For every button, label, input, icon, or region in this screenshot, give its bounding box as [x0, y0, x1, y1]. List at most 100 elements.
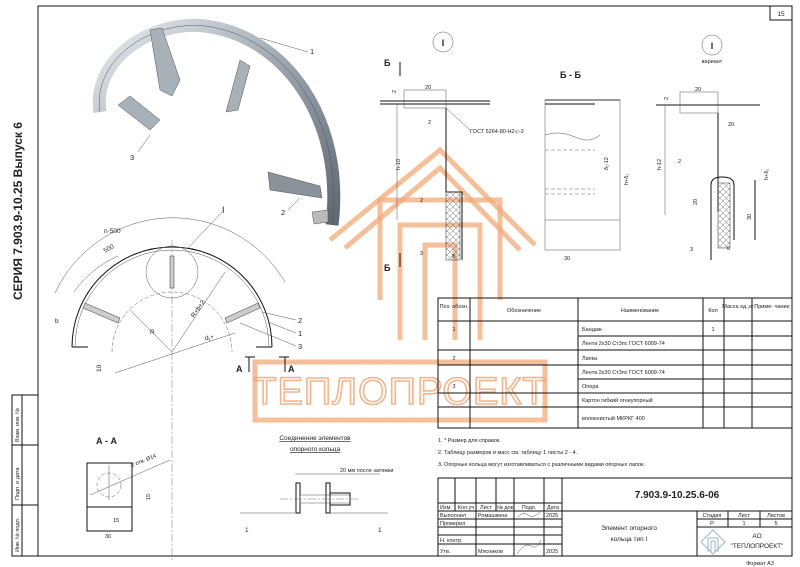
isometric-view: 1 2 3 — [92, 18, 341, 226]
col-izm: Изм. — [440, 505, 452, 511]
callout-2: 2 — [298, 316, 302, 325]
company-logo-icon — [700, 529, 726, 555]
col-sign: Подп. — [522, 505, 537, 511]
node-i-label: I — [222, 205, 225, 215]
dim-2: 2 — [664, 97, 670, 100]
joint-note: 20 мм после затяжки — [340, 468, 393, 474]
dim-2b: 2 — [428, 120, 431, 126]
stage-value: Р — [710, 521, 714, 527]
dim-20b: 20 — [728, 122, 734, 128]
dim-h-10: h-10 — [396, 159, 402, 170]
variant-title: I — [711, 41, 714, 51]
role-performed: Выполнил — [440, 513, 466, 519]
note-1: 1. * Размер для справок. — [438, 438, 501, 444]
callout-2: 2 — [281, 208, 285, 217]
table-row: волокнистый МКРКГ 400 — [582, 415, 645, 422]
section-a-a: А - А 2 отв. Ø14 15 15 30 — [86, 436, 171, 540]
sheet-value: 1 — [742, 521, 745, 527]
company-line-2: "ТЕПЛОПРОЕКТ" — [731, 543, 785, 550]
section-mark-a-left: А — [236, 364, 243, 374]
name-performed: Ромашкина — [478, 513, 508, 519]
callout-3: 3 — [298, 342, 302, 351]
node-i-detail: I Б Б 20 2 2 ГОСТ 5264-80-Н2-▷2 h-10 2 3… — [380, 31, 524, 273]
dim-2: 2 — [392, 90, 398, 93]
node-i-variant: I вариант 20 2 20 h-12 2 20 30 h+δ₁ 3 6 — [656, 34, 770, 260]
callout-3: 3 — [420, 251, 423, 257]
callout-3: 3 — [130, 153, 134, 162]
joint-title-2: опорного кольца — [290, 446, 341, 453]
table-row: 3 Опора — [452, 384, 599, 390]
name-approved: Мясников — [478, 549, 503, 555]
cell-pos: 2 — [452, 356, 455, 362]
title-block: Изм. Кол.уч Лист № док Подп. Дата 7.903.… — [437, 477, 793, 567]
cell-name: Бандаж — [582, 327, 602, 333]
date-performed: 2025 — [546, 513, 558, 519]
col-doc: № док — [497, 505, 514, 511]
header-pos: Поз. обозн. — [440, 304, 469, 310]
section-mark-b-bottom: Б — [384, 263, 391, 273]
table-row: 2 Лапка — [452, 356, 598, 362]
dim-h-12: h-12 — [657, 159, 663, 170]
cell-pos: 1 — [452, 327, 455, 333]
stage-label: Стадия — [703, 513, 722, 519]
callout-1: 1 — [310, 47, 314, 56]
note-3: 3. Опорные кольца могут изготавливаться … — [438, 462, 645, 468]
sheet-format: Формат А3 — [746, 561, 774, 567]
notes: 1. * Размер для справок. 2. Таблицу разм… — [438, 438, 645, 468]
callout-3: 3 — [690, 247, 693, 253]
cell-name: Картон гибкий огнеупорный — [582, 397, 653, 404]
cell-qty: 1 — [711, 327, 714, 333]
stamp-sign-date: Подп. и дата — [15, 467, 21, 500]
note-2: 2. Таблицу размеров и масс см. таблицу 1… — [438, 450, 578, 456]
dim-6: 6 — [727, 246, 730, 252]
hole-label: 2 отв. Ø14 — [131, 453, 158, 468]
dim-radius: R — [150, 329, 155, 336]
cell-name: Лента 2х30 Ст3пс ГОСТ 6009-74 — [582, 370, 665, 376]
callout-2: 2 — [678, 159, 681, 165]
header-qty: Кол — [708, 308, 717, 314]
sheets-value: 5 — [774, 521, 777, 527]
variant-subtitle: вариант — [702, 59, 723, 65]
element-name-1: Элемент опорного — [601, 525, 657, 532]
stamp-inv-original: Инв. № подл. — [15, 517, 21, 552]
col-kol-uch: Кол.уч — [458, 505, 475, 511]
role-checked: Проверил — [440, 521, 465, 527]
dim-h-b1: h+δ₁ — [764, 169, 770, 180]
company-line-1: АО — [752, 533, 761, 540]
cell-name: Опора — [582, 384, 599, 390]
dim-radius-2: R+b+2 — [190, 299, 207, 319]
role-norm-control: Н. контр. — [440, 538, 463, 544]
section-mark-b-top: Б — [384, 58, 391, 68]
sheet-number: 15 — [777, 11, 785, 18]
dim-8: 8 — [452, 254, 455, 260]
header-note: Приме- чание — [754, 304, 789, 310]
element-name-2: кольца тип I — [611, 536, 648, 543]
table-row: 1 Бандаж 1 — [452, 327, 714, 333]
header-designation: Обозначение — [507, 308, 541, 314]
dim-20a: 20 — [695, 87, 701, 93]
callout-1: 1 — [298, 329, 302, 338]
section-b-b: Б - Б δ₁-12 h+δ₁ 30 — [544, 70, 630, 262]
dim-15-vertical: 15 — [146, 494, 152, 500]
specification-table: Поз. обозн. Обозначение Наименование Кол… — [437, 297, 793, 429]
col-list: Лист — [480, 505, 492, 511]
dim-10: 10 — [96, 364, 103, 372]
dim-30: 30 — [747, 214, 753, 220]
section-b-b-title: Б - Б — [560, 70, 581, 80]
sheet-label: Лист — [738, 513, 750, 519]
dim-20: 20 — [425, 85, 431, 91]
callout-2: 2 — [420, 198, 423, 204]
dim-diameter: d₁* — [205, 335, 214, 342]
cell-name: Лента 2х30 Ст3пс ГОСТ 6009-74 — [582, 341, 665, 347]
role-approved: Утв. — [440, 549, 451, 555]
dim-b: b — [55, 318, 59, 325]
cell-name: волокнистый МКРКГ 400 — [582, 415, 645, 422]
dim-h-b1: h+δ₁ — [624, 174, 630, 185]
header-mass: Масса ед.,кг — [722, 304, 753, 310]
cell-pos: 3 — [452, 384, 455, 390]
dim-b1-12: δ₁-12 — [604, 157, 610, 170]
date-approved: 2025 — [546, 549, 558, 555]
dim-30: 30 — [564, 256, 570, 262]
col-date: Дата — [547, 505, 560, 511]
